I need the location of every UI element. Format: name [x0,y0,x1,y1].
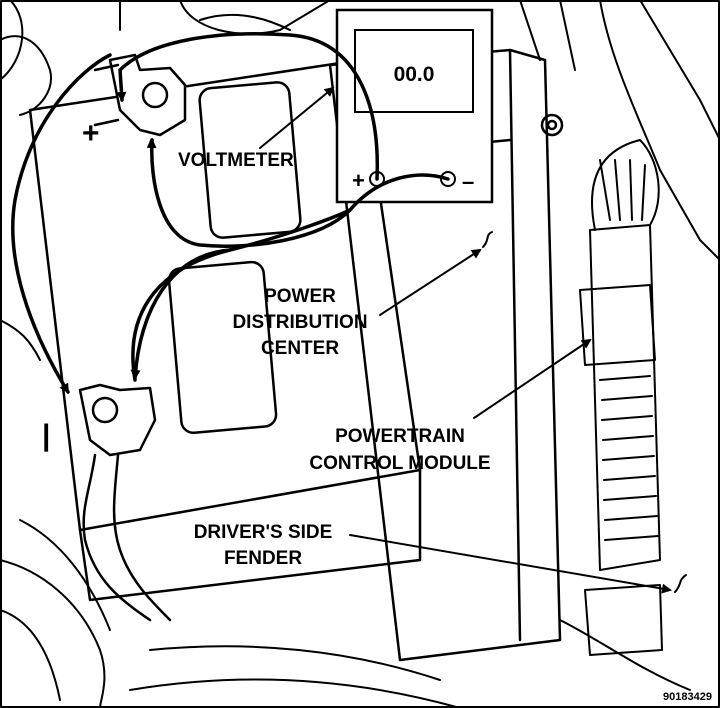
callout-leaders [259,86,687,594]
positive-lead [116,32,380,181]
voltmeter-minus-sign: – [462,169,474,194]
battery-post-lead [146,138,450,248]
pcm-label: POWERTRAIN CONTROL MODULE [309,426,490,474]
voltmeter-label: VOLTMETER [178,150,294,171]
positive-post-symbol: + [82,117,100,150]
voltmeter-plus-sign: + [352,168,365,193]
pcm-leader [473,338,592,419]
pdc-label-line-3: CENTER [261,338,339,359]
negative-post-symbol: | [42,419,50,452]
powertrain-control-module [579,139,663,656]
pcm-label-line-1: POWERTRAIN [335,426,465,447]
positive-terminal [93,53,187,137]
voltmeter-reading: 00.0 [394,63,435,86]
pdc-label-line-2: DISTRIBUTION [232,312,367,333]
figure-id: 90183429 [663,691,712,703]
voltmeter-leader [259,86,335,149]
negative-terminal [78,383,172,622]
pdc-label-line-1: POWER [264,286,336,307]
voltmeter: 00.0 + – [335,8,494,204]
voltmeter-display [354,29,474,113]
pdc-label: POWER DISTRIBUTION CENTER [232,286,367,359]
pcm-label-line-2: CONTROL MODULE [309,453,490,474]
ground-lead [11,53,112,394]
negative-lead-arrow [130,248,232,380]
fender-leader [349,534,672,594]
fender-label-line-2: FENDER [224,548,302,569]
test-leads [11,32,450,394]
pdc-leader [379,248,482,316]
fender-label-line-1: DRIVER'S SIDE [194,522,333,543]
fender-label: DRIVER'S SIDE FENDER [194,522,333,569]
